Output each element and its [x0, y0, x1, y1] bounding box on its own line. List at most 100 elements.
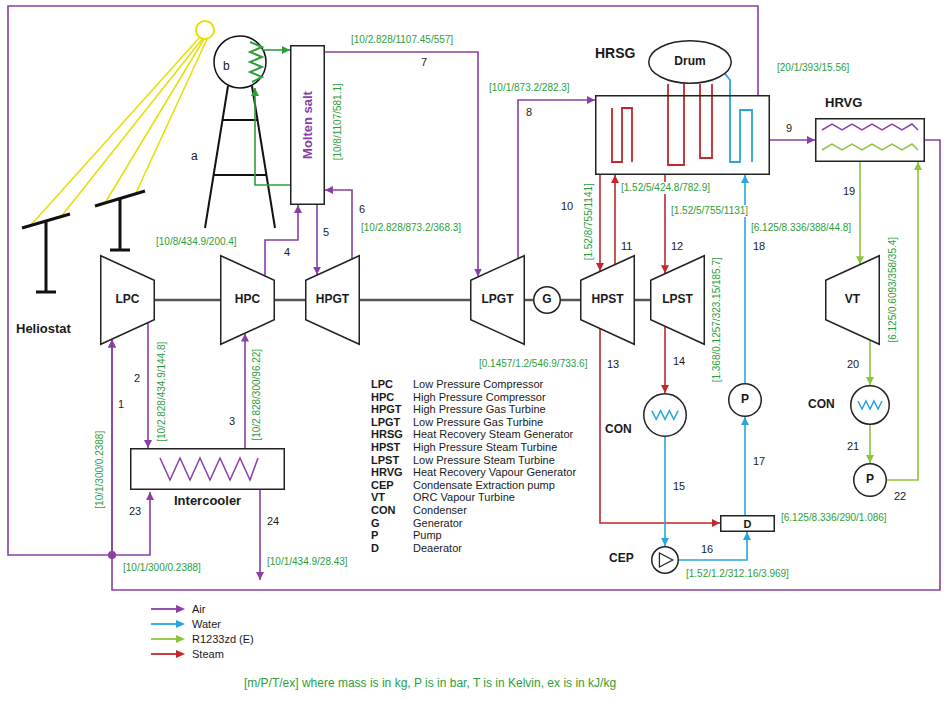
generator: G — [533, 286, 561, 314]
extraction-pump-outline — [651, 546, 679, 574]
flow-line — [869, 340, 871, 385]
orc-turbine: VT — [825, 255, 880, 345]
flow-line — [869, 425, 871, 463]
abbreviation: CEP — [370, 479, 395, 492]
stream-number: 15 — [672, 480, 686, 493]
abbreviation-meaning: High Pressure Gas Turbine — [412, 403, 547, 416]
node-label: HRSG — [595, 45, 635, 61]
box-border — [816, 119, 925, 162]
machine-outline — [221, 256, 275, 345]
node-label: LPST — [662, 293, 693, 307]
abbreviation: G — [370, 517, 381, 530]
legend-sample — [150, 619, 186, 629]
abbreviation-meaning: Heat Recovery Vapour Generator — [412, 466, 577, 479]
state-value: [10/2.828/1107.45/557] — [350, 34, 454, 46]
shaft-line — [155, 299, 220, 302]
condenser-outline — [850, 385, 890, 425]
cooling-air-line — [259, 490, 261, 580]
deaerator: D — [720, 515, 775, 532]
flow-line — [325, 52, 478, 277]
node-label: HPST — [591, 293, 623, 307]
state-value: [1.52/1.2/312.16/3.969] — [685, 568, 790, 580]
flow-line — [244, 334, 246, 448]
stream-number: 24 — [266, 515, 280, 528]
flow-line — [8, 6, 758, 555]
sun-symbol — [196, 21, 214, 39]
point-label: b — [222, 60, 231, 74]
heliostat-mirror — [95, 191, 145, 250]
stream-number: 22 — [893, 490, 907, 503]
abbreviation-meaning: Heat Recovery Steam Generator — [412, 428, 574, 441]
abbreviation-meaning: High Pressure Steam Turbine — [412, 441, 558, 454]
stream-number: 12 — [670, 240, 684, 253]
gas-turbine: HPGT — [305, 255, 360, 345]
abbreviation: HRVG — [370, 466, 404, 479]
machine-outline — [826, 256, 880, 345]
state-value: [1.52/8/755/1141] — [582, 182, 594, 261]
flow-line — [112, 140, 940, 590]
state-value: [1.52/5/755/1131] — [670, 205, 749, 217]
steam-turbine: LPST — [650, 255, 705, 345]
state-value: [6.125/8.336/290/1.086] — [780, 512, 888, 524]
round-outline — [729, 384, 762, 417]
abbreviation-meaning: ORC Vapour Turbine — [412, 491, 516, 504]
state-value: [1.52/5/424.8/782.9] — [620, 182, 711, 194]
legend-sample — [150, 604, 186, 614]
abbreviation-meaning: Condensate Extraction pump — [412, 479, 556, 492]
state-value: [10/1/873.2/282.3] — [488, 82, 571, 94]
box-border — [291, 46, 325, 205]
shaft-line — [275, 299, 305, 302]
node-label: P — [866, 473, 874, 487]
legend-row: R1233zd (E) — [150, 633, 254, 645]
abbreviation: HPST — [370, 441, 401, 454]
machine-outline — [306, 256, 360, 345]
cooling-air-line — [112, 492, 150, 555]
shaft-line — [525, 299, 533, 302]
legend-text: Water — [192, 618, 221, 630]
stream-number: 1 — [117, 398, 125, 411]
stream-number: 6 — [358, 203, 366, 216]
node-label: HPC — [235, 293, 260, 307]
stream-number: 11 — [620, 240, 633, 253]
node-label: CON — [808, 398, 835, 412]
stream-number: 17 — [752, 455, 766, 468]
stream-number: 4 — [283, 246, 291, 259]
machine-outline — [581, 256, 635, 345]
flow-line — [614, 175, 616, 264]
abbreviation-meaning: Low Pressure Steam Turbine — [412, 454, 556, 467]
node-label: CEP — [609, 552, 634, 566]
flow-line — [599, 175, 601, 271]
stream-number: 18 — [752, 240, 766, 253]
abbreviation-meaning: Deaerator — [412, 542, 463, 555]
point-label: a — [190, 150, 199, 164]
round-outline — [652, 547, 679, 574]
stream-number: 13 — [606, 358, 620, 371]
abbreviation-meaning: Low Pressure Compressor — [412, 378, 544, 391]
state-value: [10/8/1107/581.1] — [331, 82, 343, 161]
abbreviation: VT — [370, 491, 386, 504]
legend-row: Water — [150, 618, 221, 630]
intercooler-box-outline — [130, 448, 285, 490]
stream-number: 2 — [133, 372, 141, 385]
flow-line — [887, 162, 918, 480]
abbreviation-meaning: Low Pressure Gas Turbine — [412, 416, 544, 429]
condenser-coil — [652, 411, 678, 420]
state-value: [0.1457/1.2/546.9/733.6] — [478, 358, 588, 370]
shaft-line — [635, 299, 650, 302]
flow-line — [664, 327, 666, 393]
hrsg-box-outline — [595, 95, 770, 175]
round-outline — [851, 386, 890, 425]
node-label: Intercooler — [174, 494, 241, 509]
hrvg-coil — [822, 124, 918, 130]
state-value: [10/1/300/0.2388] — [94, 430, 106, 510]
node-label: VT — [845, 293, 860, 307]
pump: P — [728, 383, 762, 417]
legend-text: Steam — [192, 648, 224, 660]
node-label: Molten salt — [300, 91, 315, 159]
stream-number: 5 — [322, 226, 330, 239]
flow-line — [859, 162, 861, 264]
abbreviation: LPC — [370, 378, 394, 391]
hrvg-box-outline — [815, 118, 925, 162]
